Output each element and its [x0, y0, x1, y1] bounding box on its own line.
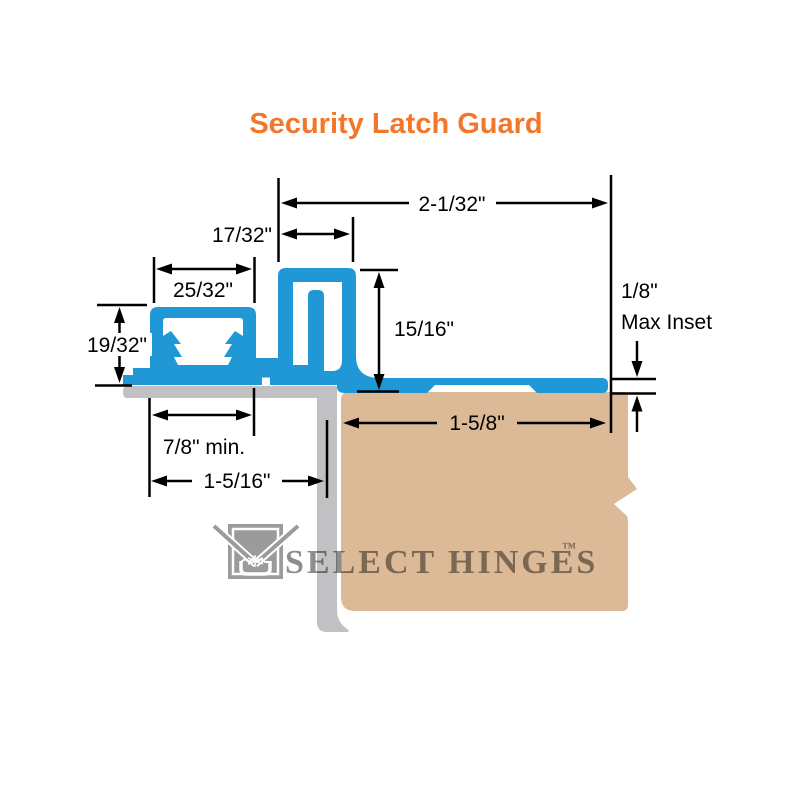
dim-label-hook-width: 17/32" [212, 224, 272, 247]
dimension-top-width: 2-1/32" [281, 193, 608, 216]
dim-label-top-width: 2-1/32" [419, 193, 486, 216]
dim-label-box-width: 25/32" [173, 279, 233, 302]
extension-lines [95, 175, 656, 498]
dim-label-max-inset: Max Inset [621, 311, 712, 334]
door-panel [341, 392, 637, 611]
logo-wordmark: SELECT HINGES [285, 544, 598, 581]
frame-profile [123, 386, 349, 632]
dimension-frame-total: 1-5/16" [151, 470, 324, 493]
page-title: Security Latch Guard [249, 108, 542, 140]
clip-left [163, 331, 182, 365]
dimension-frame-min: 7/8" min. [152, 409, 252, 459]
dim-label-frame-min: 7/8" min. [163, 436, 245, 459]
dim-label-hook-height: 15/16" [394, 318, 454, 341]
dim-label-frame-total: 1-5/16" [204, 470, 271, 493]
latch-guard-profile [123, 268, 608, 393]
dimension-hook-height: 15/16" [373, 272, 454, 390]
hinge-icon [211, 523, 301, 579]
dimension-hook-width: 17/32" [212, 224, 350, 247]
logo-trademark: ™ [562, 541, 576, 556]
dimension-max-inset: 1/8" Max Inset [621, 280, 712, 432]
clip-right [224, 331, 243, 365]
dim-label-max-inset-value: 1/8" [621, 280, 658, 303]
select-hinges-logo: SELECT HINGES ™ [211, 523, 598, 581]
dimension-door-face: 1-5/8" [343, 412, 606, 435]
dim-label-door-face: 1-5/8" [449, 412, 504, 435]
dimension-box-height: 19/32" [84, 307, 152, 383]
dim-label-box-height: 19/32" [87, 334, 147, 357]
dimension-box-width: 25/32" [156, 263, 252, 302]
